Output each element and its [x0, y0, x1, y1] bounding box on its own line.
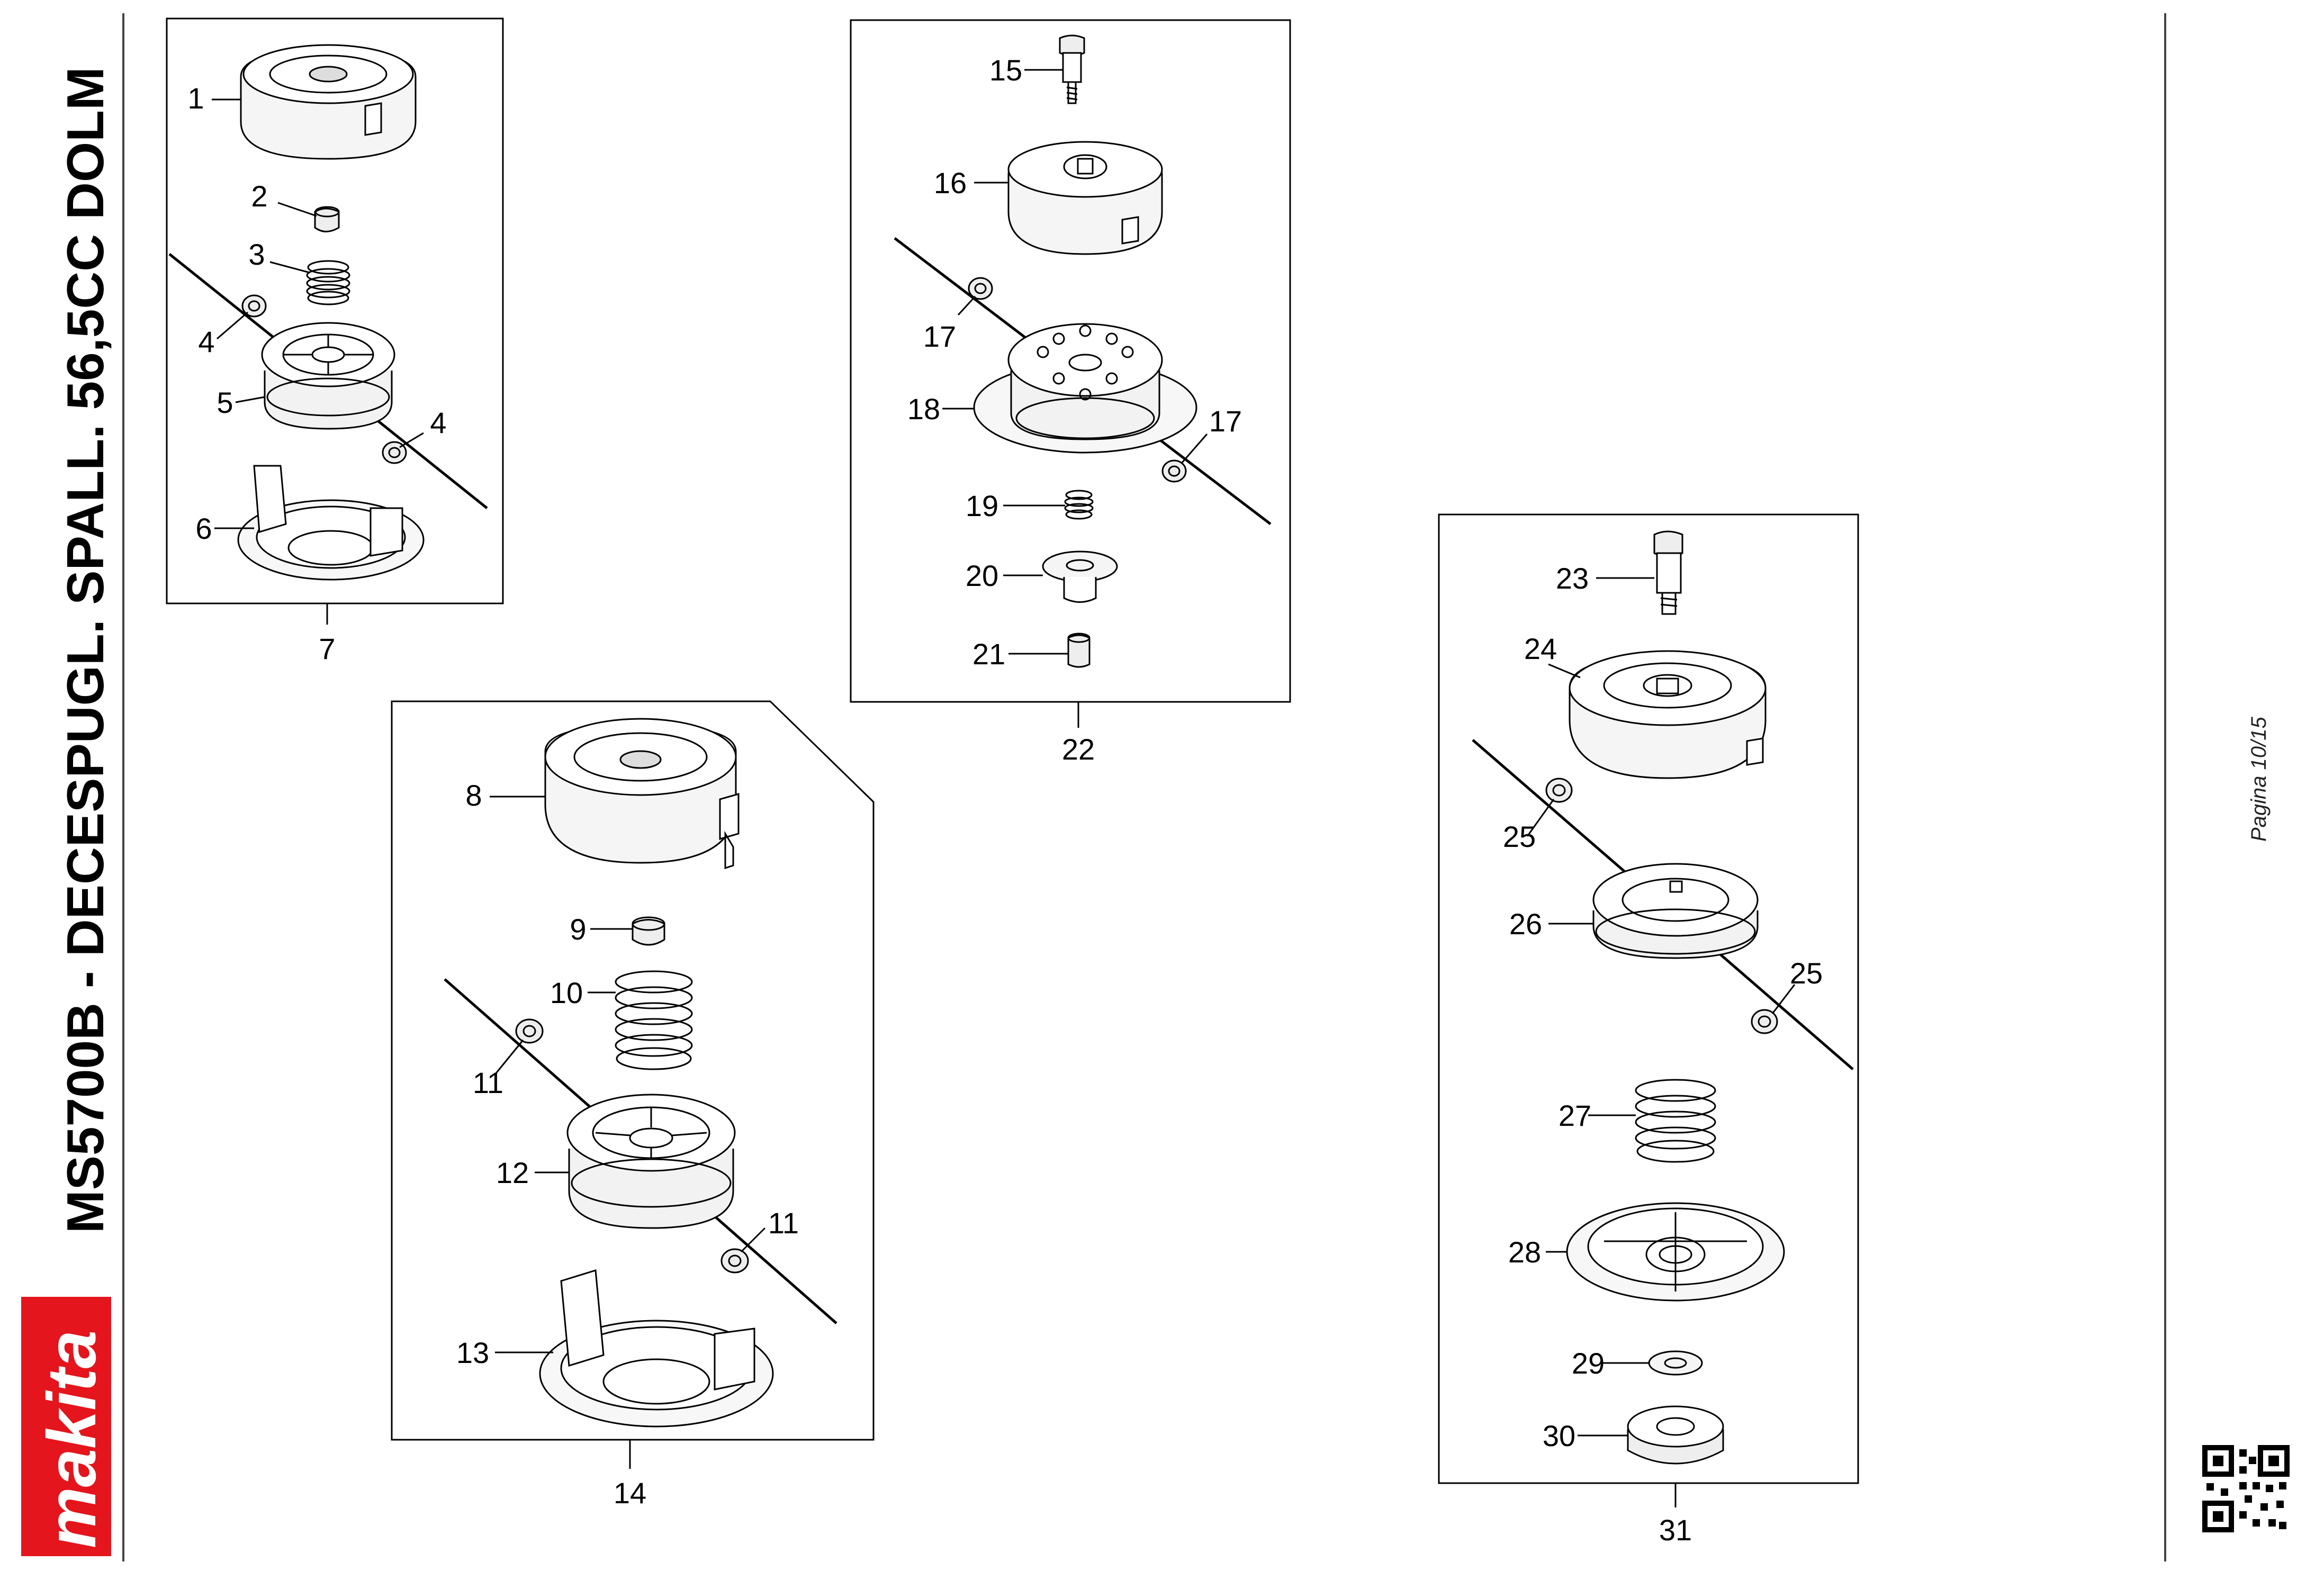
part-17-eyelet — [1161, 459, 1187, 483]
callout-number: 1 — [187, 82, 204, 115]
callout-number: 17 — [923, 320, 956, 353]
part-18-spool — [973, 323, 1197, 454]
brand-text: makita — [33, 1330, 110, 1548]
callout-number: 25 — [1790, 956, 1823, 990]
callout-number: 24 — [1524, 632, 1557, 665]
callout-number: 3 — [248, 238, 265, 271]
part-9-nut — [632, 916, 665, 946]
part-25-eyelet — [1545, 778, 1573, 803]
callout-number: 30 — [1543, 1419, 1575, 1452]
part-20-washer — [1042, 550, 1118, 603]
callout-number: 23 — [1556, 562, 1589, 595]
part-26-spool — [1592, 863, 1759, 959]
callout-number: 29 — [1572, 1347, 1605, 1380]
callout-number: 6 — [195, 512, 212, 545]
part-12-spool — [566, 1094, 736, 1229]
callout-number: 31 — [1659, 1513, 1692, 1547]
part-23-bolt — [1653, 530, 1683, 615]
part-10-spring — [615, 970, 693, 1070]
callout-number: 18 — [907, 392, 940, 426]
callout-number: 10 — [550, 976, 583, 1009]
callout-number: 8 — [465, 779, 482, 812]
part-3-spring — [306, 260, 350, 305]
part-25-eyelet — [1751, 1009, 1778, 1034]
callout-number: 22 — [1062, 733, 1095, 766]
callout-number: 2 — [251, 179, 267, 213]
part-15-bolt — [1059, 34, 1085, 104]
part-4-eyelet — [241, 294, 267, 318]
callout-number: 26 — [1509, 907, 1542, 941]
callout-number: 19 — [966, 489, 998, 522]
callout-number: 13 — [456, 1336, 489, 1369]
document-title: MS5700B - DECESPUGL. SPALL. 56,5CC DOLM — [56, 67, 114, 1233]
callout-number: 11 — [768, 1206, 799, 1240]
makita-logo: makita — [21, 1297, 111, 1556]
part-29-washer — [1648, 1350, 1703, 1376]
callout-number: 7 — [319, 632, 335, 665]
callout-number: 17 — [1209, 404, 1242, 438]
callout-number: 4 — [198, 325, 214, 358]
part-5-spool — [261, 322, 395, 430]
part-8-cap — [544, 718, 740, 870]
callout-number: 16 — [934, 166, 967, 200]
callout-number: 5 — [217, 386, 233, 419]
part-28-plate — [1566, 1202, 1785, 1302]
callout-number: 12 — [496, 1156, 529, 1189]
page-label: Pagina 10/15 — [2247, 716, 2271, 842]
callout-number: 14 — [614, 1476, 646, 1510]
qr-code-icon — [2202, 1445, 2290, 1532]
part-2-nut — [314, 206, 340, 232]
assembly-group-14 — [391, 700, 875, 1469]
assembly-group-31 — [1438, 513, 1859, 1507]
callout-number: 25 — [1503, 820, 1536, 853]
callout-number: 27 — [1559, 1099, 1591, 1132]
part-6-base — [237, 465, 425, 581]
part-11-eyelet — [720, 1248, 749, 1274]
part-27-spring — [1635, 1079, 1716, 1163]
part-21-nut — [1067, 633, 1091, 668]
callout-number: 20 — [966, 559, 998, 592]
part-11-eyelet — [515, 1018, 544, 1044]
callout-number: 4 — [430, 406, 446, 439]
part-1-cap — [240, 44, 417, 160]
part-13-base — [539, 1269, 774, 1428]
part-24-cap — [1569, 650, 1767, 779]
callout-number: 15 — [989, 53, 1022, 87]
assembly-group-22 — [850, 19, 1291, 728]
callout-number: 11 — [473, 1066, 503, 1099]
callout-number: 28 — [1508, 1235, 1541, 1269]
part-30-knob — [1627, 1405, 1724, 1465]
part-16-cap — [1007, 141, 1163, 255]
part-17-eyelet — [968, 277, 993, 300]
callout-number: 21 — [972, 637, 1005, 671]
callout-number: 9 — [570, 913, 586, 946]
assembly-group-7 — [166, 17, 504, 625]
part-19-spring — [1064, 490, 1094, 520]
